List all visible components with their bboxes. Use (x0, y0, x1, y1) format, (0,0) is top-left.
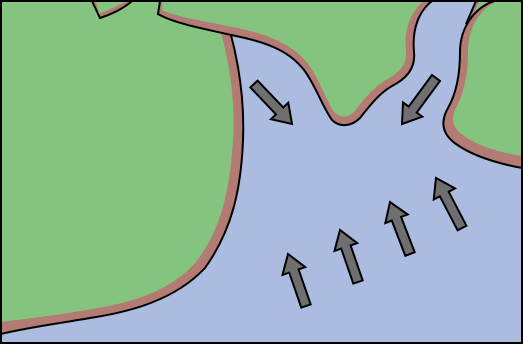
flow-arrows (248, 73, 468, 309)
land-top-middle (162, 1, 424, 117)
land-top-left-sliver (96, 1, 126, 14)
arrow-wave-1 (281, 252, 312, 309)
arrow-inflow-right-channel (400, 73, 442, 126)
arrow-wave-2 (333, 228, 364, 285)
land-left (1, 1, 234, 322)
land-top-right-sliver (471, 1, 494, 18)
arrow-wave-4 (432, 176, 468, 232)
arrow-wave-3 (383, 200, 416, 258)
arrow-inflow-left-channel (248, 79, 294, 126)
land-right (452, 1, 522, 156)
